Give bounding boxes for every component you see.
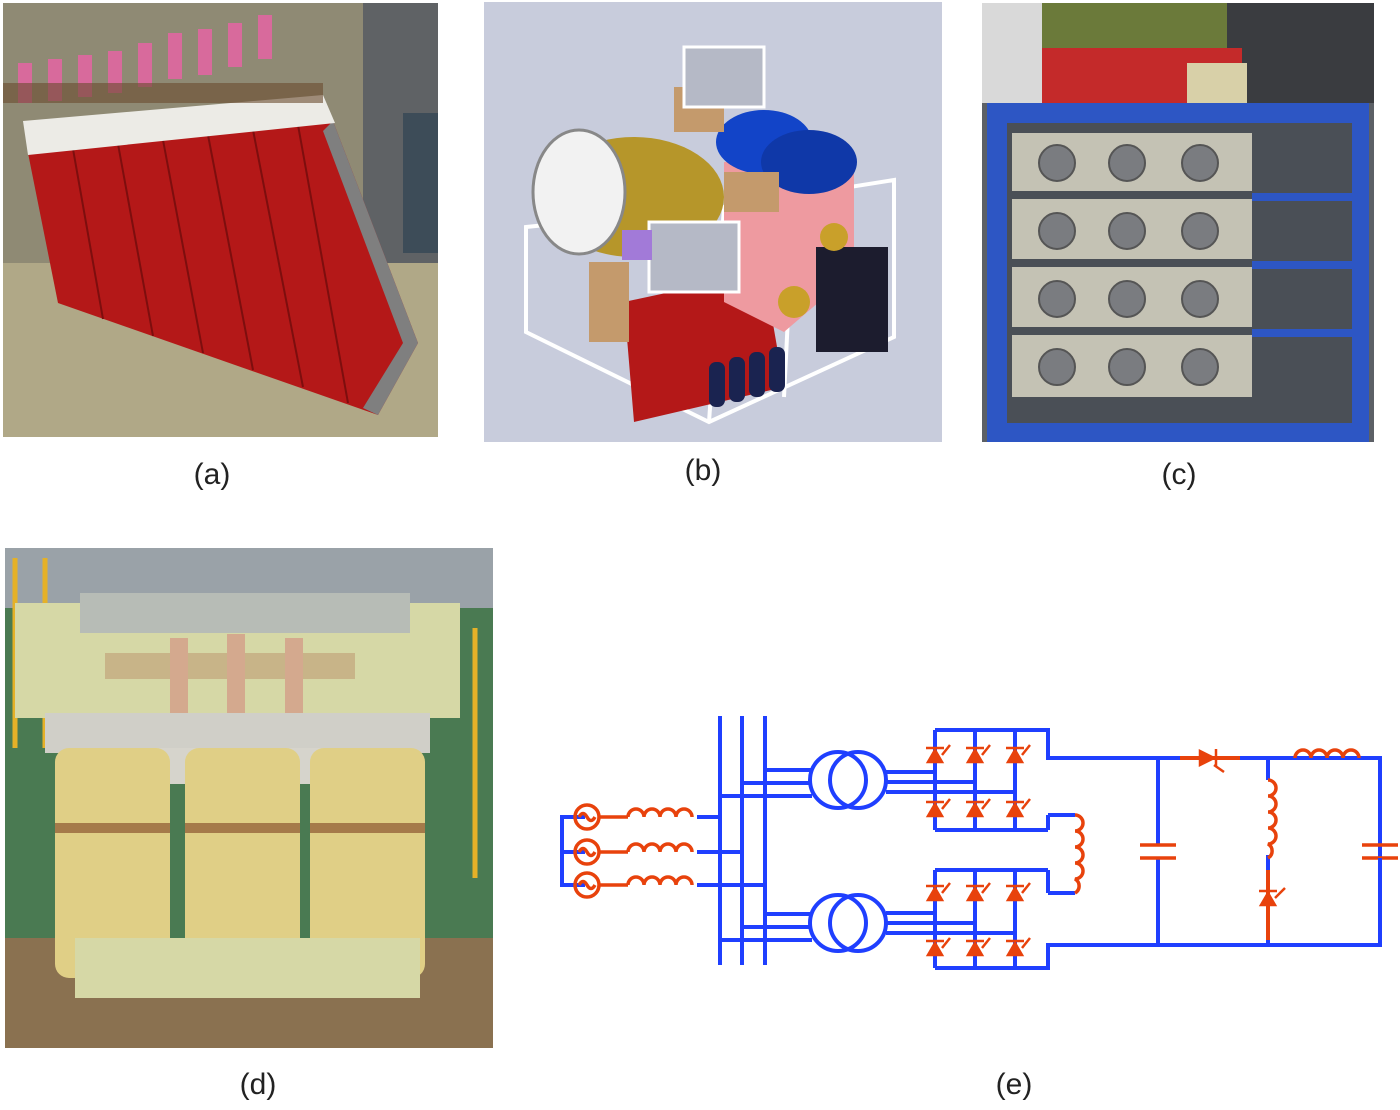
panel-c-photo [982, 3, 1374, 442]
panel-d-photo [5, 548, 493, 1048]
rectifier-circuit-diagram [560, 716, 1398, 970]
caption-a: (a) [193, 458, 231, 491]
panel-e-schematic [550, 710, 1400, 975]
caption-c: (c) [1161, 458, 1197, 491]
panel-a-photo [3, 3, 438, 437]
caption-b: (b) [684, 454, 722, 487]
caption-d: (d) [239, 1068, 277, 1101]
panel-b-cad-render [484, 2, 942, 442]
caption-e: (e) [995, 1068, 1033, 1101]
